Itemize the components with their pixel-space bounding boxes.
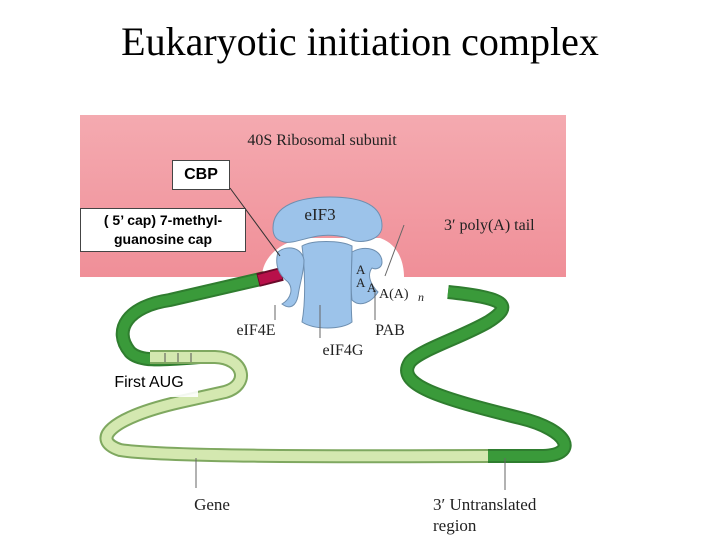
pab-label: PAB — [375, 322, 405, 339]
cap-callout: ( 5’ cap) 7-methyl- guanosine cap — [80, 208, 246, 252]
cap-callout-line2: guanosine cap — [113, 231, 213, 247]
eif4g-protein — [301, 241, 353, 329]
poly-a-letter-2: A — [356, 275, 366, 290]
eif3-protein — [272, 196, 383, 243]
gene-label: Gene — [194, 495, 230, 514]
cap-7-methylguanosine — [257, 269, 283, 285]
mrna-5prime-segment — [117, 273, 267, 365]
poly-a-letter-1: A — [356, 262, 366, 277]
cbp-callout-text: CBP — [184, 166, 218, 183]
mrna-3utr-outline — [400, 285, 572, 463]
eif3-label: eIF3 — [304, 205, 335, 224]
poly-a-run-label: A(A) — [379, 287, 409, 302]
mrna-gene-segment — [101, 352, 491, 462]
cbp-callout: CBP — [172, 160, 230, 190]
eif4e-protein — [276, 247, 305, 308]
mrna-3utr-segment — [402, 287, 570, 461]
page-title: Eukaryotic initiation complex — [121, 19, 599, 64]
leader-cbp — [229, 187, 281, 257]
poly-a-tail-label: 3′ poly(A) tail — [444, 217, 535, 234]
first-aug-text: First AUG — [114, 374, 184, 391]
leader-poly-a — [384, 224, 405, 277]
poly-a-subscript: n — [418, 290, 424, 304]
poly-a-letter-3: A — [367, 280, 377, 295]
first-aug-callout: First AUG — [100, 371, 198, 397]
utr-label-line2: region — [433, 516, 477, 535]
pab-protein — [350, 247, 383, 305]
utr-label-line1: 3′ Untranslated — [433, 495, 537, 514]
eif4e-label: eIF4E — [236, 322, 275, 339]
ribosome-label: 40S Ribosomal subunit — [247, 132, 397, 149]
eif4g-label: eIF4G — [323, 342, 364, 359]
cap-callout-line1: ( 5’ cap) 7-methyl- — [103, 212, 223, 228]
